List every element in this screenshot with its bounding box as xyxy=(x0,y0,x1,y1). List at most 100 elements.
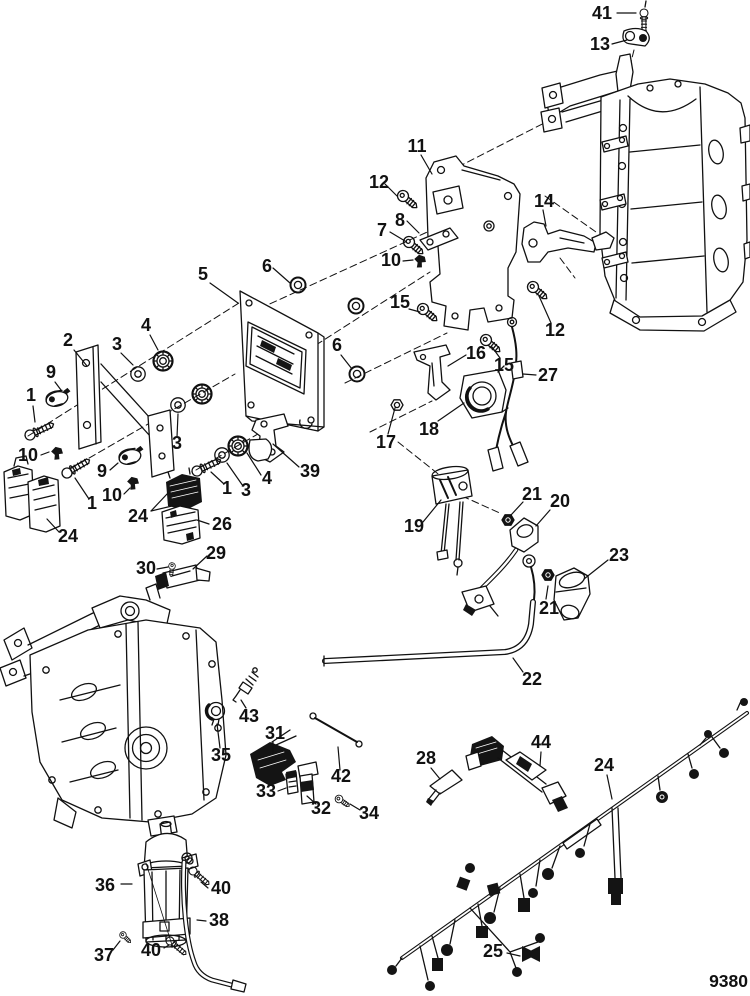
ground-wire-21 xyxy=(522,554,536,601)
sensor-29 xyxy=(155,564,211,590)
callout-24: 24 xyxy=(128,492,173,526)
callout-12: 12 xyxy=(538,295,565,340)
assembly-axis-line xyxy=(249,227,437,314)
callout-10: 10 xyxy=(381,250,414,270)
sensor-35 xyxy=(204,701,226,726)
callout-label-10: 10 xyxy=(102,485,122,505)
callout-leader xyxy=(240,699,247,709)
callout-31: 31 xyxy=(265,723,285,754)
callout-label-6: 6 xyxy=(262,256,272,276)
callout-41: 41 xyxy=(592,3,637,23)
callout-32: 32 xyxy=(306,795,331,818)
callout-16: 16 xyxy=(447,343,486,367)
callout-13: 13 xyxy=(590,34,628,54)
callout-leader xyxy=(506,952,521,957)
callout-leader xyxy=(200,881,209,889)
callout-label-20: 20 xyxy=(550,491,570,511)
callout-15: 15 xyxy=(390,292,421,313)
assembly-axis-line xyxy=(461,495,503,515)
bolt-1 xyxy=(22,418,57,443)
callout-label-8: 8 xyxy=(395,210,405,230)
callout-1: 1 xyxy=(74,477,97,513)
callout-leader xyxy=(402,259,414,262)
clip-10 xyxy=(412,253,428,270)
callout-1: 1 xyxy=(26,385,36,423)
callout-leader xyxy=(491,346,501,359)
callout-2: 2 xyxy=(63,330,88,367)
callout-label-41: 41 xyxy=(592,3,612,23)
callout-leader xyxy=(246,452,262,476)
assembly-axis-line xyxy=(344,332,448,384)
callout-leader xyxy=(209,282,239,304)
callout-label-24: 24 xyxy=(58,526,78,546)
connector-25 xyxy=(522,946,540,962)
callout-leader xyxy=(74,477,90,500)
callout-leader xyxy=(611,39,628,45)
callout-leader xyxy=(430,767,441,780)
callout-leader xyxy=(32,405,36,423)
sensor-18 xyxy=(459,365,509,419)
callout-leader xyxy=(272,267,291,284)
assembly-axis-line xyxy=(369,400,433,433)
callout-leader xyxy=(538,295,552,324)
callout-leader xyxy=(73,349,88,367)
callout-35: 35 xyxy=(211,723,231,765)
callout-leader xyxy=(176,413,179,438)
grommet-6 xyxy=(347,297,365,315)
bolt-1 xyxy=(59,455,93,481)
callout-38: 38 xyxy=(196,910,229,930)
callout-label-32: 32 xyxy=(311,798,331,818)
clamp-9 xyxy=(116,444,147,468)
callout-15: 15 xyxy=(491,346,514,375)
callout-leader xyxy=(406,220,420,234)
callout-label-43: 43 xyxy=(239,706,259,726)
screw-12 xyxy=(524,278,551,304)
callout-21: 21 xyxy=(510,484,542,516)
callout-label-1: 1 xyxy=(87,493,97,513)
callout-label-18: 18 xyxy=(419,419,439,439)
callout-leader xyxy=(120,352,134,366)
callout-label-29: 29 xyxy=(206,543,226,563)
callout-leader xyxy=(522,373,537,376)
callout-label-27: 27 xyxy=(538,365,558,385)
callout-label-17: 17 xyxy=(376,432,396,452)
callout-label-6: 6 xyxy=(332,335,342,355)
callout-leader xyxy=(389,231,406,242)
callout-7: 7 xyxy=(377,220,406,242)
nut-21 xyxy=(501,514,515,526)
grommet-4 xyxy=(191,383,213,405)
bracket-39 xyxy=(248,413,289,463)
screw-34 xyxy=(333,793,352,810)
callout-10: 10 xyxy=(102,485,131,505)
callout-label-40: 40 xyxy=(211,878,231,898)
callout-leader xyxy=(539,751,542,767)
callout-label-1: 1 xyxy=(222,478,232,498)
callout-label-24: 24 xyxy=(594,755,614,775)
retainer-bracket-14 xyxy=(521,221,615,263)
callout-label-1: 1 xyxy=(26,385,36,405)
plug-cap-23 xyxy=(553,567,591,621)
callout-label-19: 19 xyxy=(404,516,424,536)
callout-label-31: 31 xyxy=(265,723,285,743)
callout-leader xyxy=(583,559,609,580)
callout-leader xyxy=(216,723,221,749)
callout-label-36: 36 xyxy=(95,875,115,895)
relay-24 xyxy=(166,467,202,510)
callout-22: 22 xyxy=(512,657,542,689)
plug-cap-20 xyxy=(461,517,539,617)
callout-29: 29 xyxy=(192,543,226,570)
callout-label-24: 24 xyxy=(128,506,148,526)
callout-24: 24 xyxy=(594,755,614,800)
callout-28: 28 xyxy=(416,748,441,780)
callout-label-10: 10 xyxy=(381,250,401,270)
callout-label-4: 4 xyxy=(262,468,272,488)
callout-21: 21 xyxy=(539,585,559,618)
bracket-2 xyxy=(75,344,175,478)
ecm-bracket-11 xyxy=(425,155,521,331)
callout-19: 19 xyxy=(404,499,442,536)
nut-17 xyxy=(390,399,404,411)
plate-8 xyxy=(419,227,459,251)
callout-leader xyxy=(196,519,210,525)
assembly-axis-guides xyxy=(27,49,635,515)
callout-leader xyxy=(149,334,159,351)
